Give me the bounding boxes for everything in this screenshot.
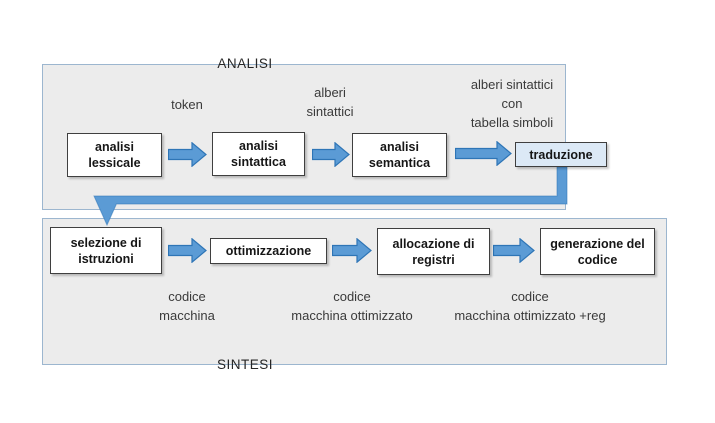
stage-box-generazione-codice: generazione del codice [540,228,655,275]
caption-codice-ottimizzato: codice macchina ottimizzato [291,287,412,325]
stage-label: allocazione di registri [392,236,475,267]
stage-box-analisi-lessicale: analisi lessicale [67,133,162,177]
stage-label: ottimizzazione [225,244,312,258]
caption-token: token [171,95,203,114]
stage-label: analisi lessicale [88,140,141,170]
stage-box-analisi-sintattica: analisi sintattica [212,132,305,176]
flow-arrow-right-icon [168,238,207,263]
stage-label: generazione del codice [550,236,645,267]
flow-arrow-right-icon [332,238,372,263]
stage-label: selezione di istruzioni [70,235,142,266]
caption-line: alberi [314,85,346,100]
sintesi-title: SINTESI [216,357,274,372]
flow-arrow-right-icon [493,238,535,263]
stage-label: traduzione [529,147,593,162]
caption-alberi-sintattici: alberi sintattici [307,83,354,121]
caption-line: codice [168,289,206,304]
caption-codice-ottimizzato-reg: codice macchina ottimizzato +reg [454,287,605,325]
stage-box-analisi-semantica: analisi semantica [352,133,447,177]
caption-line: token [171,97,203,112]
stage-label: analisi semantica [368,140,431,170]
caption-line: macchina ottimizzato [291,308,413,323]
stage-box-selezione-istruzioni: selezione di istruzioni [50,227,162,274]
caption-line: macchina [159,308,215,323]
caption-line: macchina ottimizzato +reg [454,308,606,323]
caption-line: alberi sintattici [470,77,554,92]
analisi-title: ANALISI [217,56,273,71]
caption-line: codice [333,289,371,304]
caption-line: tabella simboli [470,115,554,130]
stage-box-traduzione: traduzione [515,142,607,167]
caption-line: codice [511,289,549,304]
flow-arrow-right-icon [312,142,350,167]
caption-line: sintattici [306,104,354,119]
caption-alberi-tabella-simboli: alberi sintattici con tabella simboli [471,75,553,132]
flow-arrow-right-icon [455,141,512,166]
caption-line: con [501,96,523,111]
stage-box-allocazione-registri: allocazione di registri [377,228,490,275]
stage-label: analisi sintattica [231,139,286,169]
stage-box-ottimizzazione: ottimizzazione [210,238,327,264]
elbow-arrow-icon [93,166,568,227]
flow-arrow-right-icon [168,142,207,167]
caption-codice-macchina: codice macchina [159,287,215,325]
